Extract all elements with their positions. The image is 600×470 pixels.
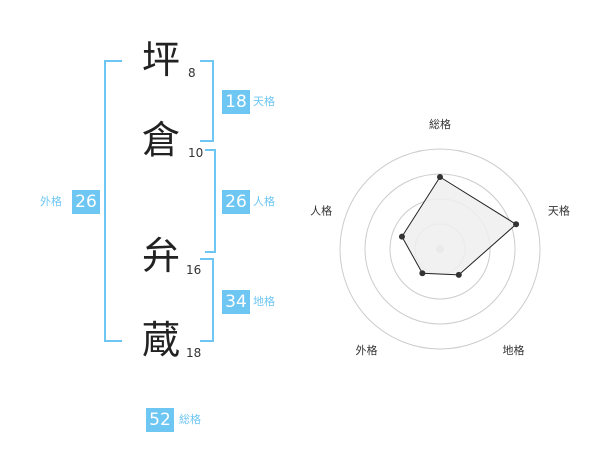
stroke-count-2: 10 <box>188 146 204 160</box>
radar-ring <box>339 148 541 350</box>
stroke-count-4: 18 <box>186 346 202 360</box>
radar-axis-label-3: 地格 <box>502 343 524 357</box>
radar-point-3 <box>455 271 462 278</box>
jinkaku-bracket <box>205 149 216 253</box>
radar-axis-label-2: 天格 <box>548 203 570 217</box>
soukaku-label: 総格 <box>179 413 201 426</box>
name-char-2: 倉 <box>141 118 180 162</box>
stroke-count-1: 8 <box>188 66 196 80</box>
radar-point-5 <box>398 233 405 240</box>
jinkaku-label: 人格 <box>253 195 275 208</box>
name-char-3: 弁 <box>141 234 180 278</box>
radar-point-4 <box>419 270 426 277</box>
gaikaku-value: 26 <box>72 190 100 214</box>
gaikaku-label: 外格 <box>40 195 62 208</box>
radar-point-2 <box>513 221 520 228</box>
stroke-count-3: 16 <box>186 263 202 277</box>
chikaku-value: 34 <box>222 290 250 314</box>
radar-axis-label-1: 総格 <box>429 117 451 131</box>
soukaku-value: 52 <box>146 408 174 432</box>
gaikaku-bracket <box>104 60 122 342</box>
radar-area <box>401 176 517 276</box>
name-char-4: 蔵 <box>141 318 180 362</box>
tenkaku-bracket <box>200 60 214 142</box>
chikaku-label: 地格 <box>253 295 275 308</box>
tenkaku-value: 18 <box>222 90 250 114</box>
chikaku-bracket <box>200 258 214 342</box>
radar-point-1 <box>437 174 443 180</box>
name-char-1: 坪 <box>141 38 180 82</box>
radar-points <box>398 174 520 278</box>
tenkaku-label: 天格 <box>253 95 275 108</box>
jinkaku-value: 26 <box>222 190 250 214</box>
radar-axis-label-4: 外格 <box>356 343 378 357</box>
radar-axis-label-5: 人格 <box>310 203 332 217</box>
